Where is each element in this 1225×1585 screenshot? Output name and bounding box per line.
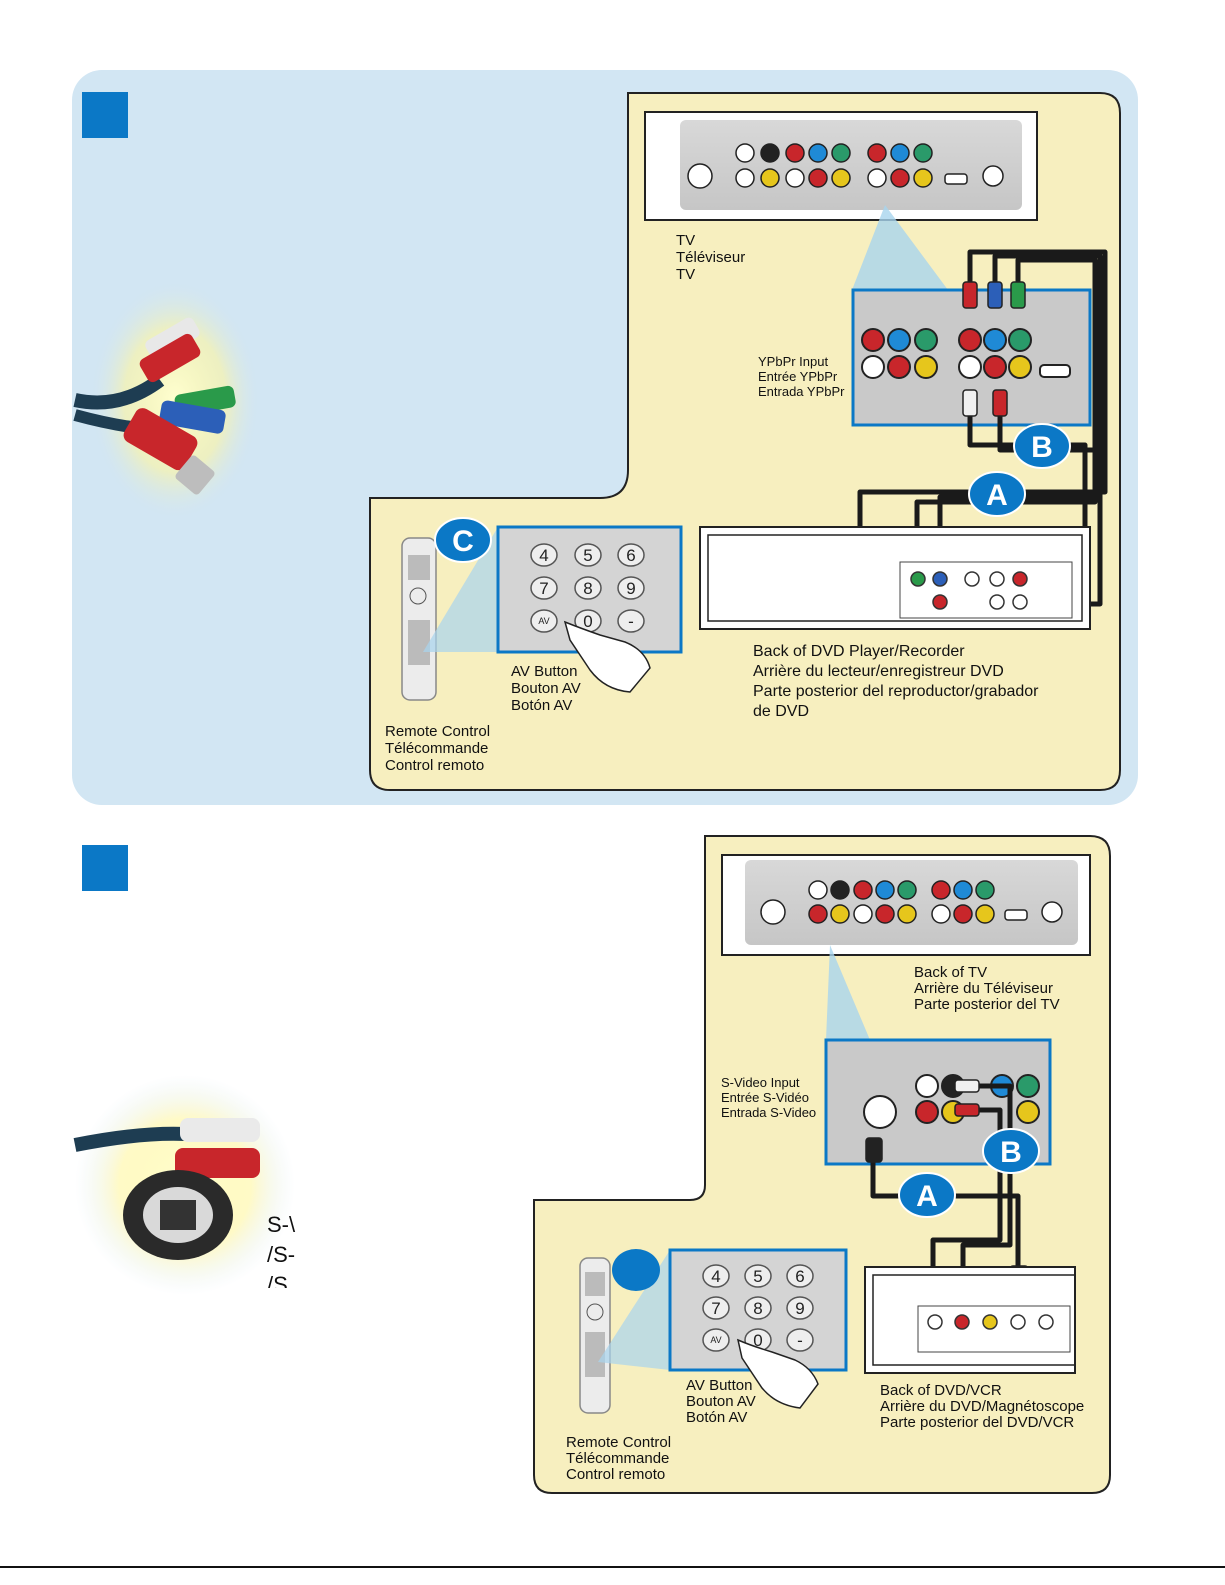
- marker-c-label: C: [452, 525, 474, 558]
- svg-text:0: 0: [583, 612, 592, 631]
- page-bottom-rule: [0, 1566, 1225, 1568]
- remote-control-image-1: [401, 537, 437, 701]
- svg-text:9: 9: [626, 579, 635, 598]
- remote-control-image-2: [579, 1257, 611, 1414]
- svg-text:8: 8: [583, 579, 592, 598]
- svg-text:0: 0: [753, 1331, 762, 1350]
- marker-a-label-2: A: [916, 1180, 938, 1213]
- marker-c-1: C: [434, 517, 492, 563]
- tv-jack-row: [687, 143, 1004, 189]
- keypad-zoom-1: [530, 543, 645, 633]
- component-cable-image: [73, 280, 260, 520]
- marker-b-2: B: [982, 1128, 1040, 1174]
- hand-icon-2: [736, 1338, 819, 1409]
- svg-text:7: 7: [539, 579, 548, 598]
- svg-text:4: 4: [711, 1267, 720, 1286]
- svg-text:8: 8: [753, 1299, 762, 1318]
- keypad-zoom-2: [702, 1264, 814, 1352]
- marker-b-1: B: [1013, 423, 1071, 469]
- step-1-marker: [82, 92, 128, 138]
- svg-text:6: 6: [795, 1267, 804, 1286]
- step-2-marker: [82, 845, 128, 891]
- svg-text:AV: AV: [538, 616, 549, 626]
- svg-text:7: 7: [711, 1299, 720, 1318]
- svg-text:5: 5: [753, 1267, 762, 1286]
- marker-a-1: A: [968, 471, 1026, 517]
- marker-a-2: A: [898, 1172, 956, 1218]
- marker-a-label: A: [986, 479, 1008, 512]
- svg-text:-: -: [628, 612, 634, 631]
- marker-c-2: [612, 1249, 660, 1291]
- marker-b-label: B: [1031, 431, 1053, 464]
- svg-text:4: 4: [539, 546, 548, 565]
- svg-text:9: 9: [795, 1299, 804, 1318]
- svg-text:AV: AV: [710, 1335, 721, 1345]
- svg-text:5: 5: [583, 546, 592, 565]
- s-video-text-cutoff: S-\/S-/S: [267, 1212, 296, 1288]
- hand-icon: [563, 620, 651, 693]
- s-video-cable-image: [73, 1075, 295, 1295]
- svg-text:-: -: [797, 1331, 803, 1350]
- marker-b-label-2: B: [1000, 1136, 1022, 1169]
- svg-text:6: 6: [626, 546, 635, 565]
